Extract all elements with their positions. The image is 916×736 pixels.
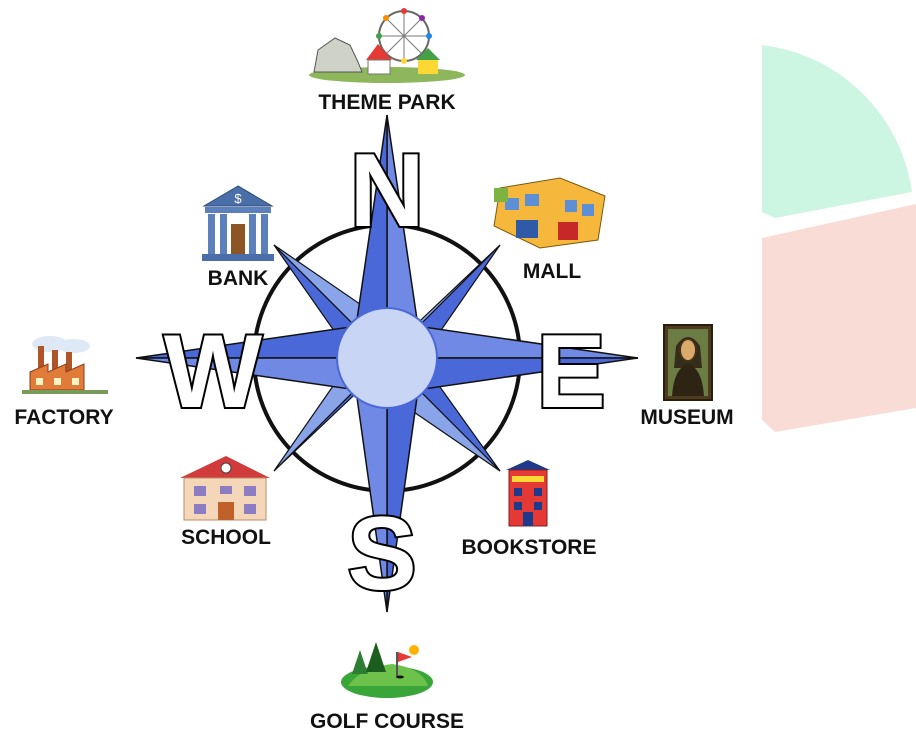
compass-cardinal-points xyxy=(135,114,639,613)
bank-sign-text: $ xyxy=(234,191,242,206)
factory-icon xyxy=(22,336,108,394)
direction-letter-east: E xyxy=(536,314,605,430)
place-label-factory: FACTORY xyxy=(14,406,113,429)
place-label-school: SCHOOL xyxy=(181,526,271,549)
place-label-theme-park: THEME PARK xyxy=(318,91,455,114)
theme-park-icon xyxy=(309,8,465,83)
museum-painting-icon xyxy=(663,324,713,401)
direction-letter-west: W xyxy=(164,314,263,430)
school-icon xyxy=(180,456,270,521)
direction-letter-south: S xyxy=(347,496,416,612)
place-label-mall: MALL xyxy=(523,260,581,283)
place-label-museum: MUSEUM xyxy=(640,406,733,429)
pie-slice-red xyxy=(762,204,916,432)
place-label-bank: BANK xyxy=(208,267,269,290)
pie-slice-green xyxy=(762,45,912,218)
mall-icon xyxy=(493,177,606,249)
place-label-golf-course: GOLF COURSE xyxy=(310,710,464,733)
golf-course-icon xyxy=(341,642,433,698)
compass-center xyxy=(336,307,438,409)
direction-letter-north: N xyxy=(349,133,424,249)
place-label-bookstore: BOOKSTORE xyxy=(462,536,597,559)
bank-icon: $ xyxy=(202,185,274,261)
bookstore-icon xyxy=(506,460,550,527)
